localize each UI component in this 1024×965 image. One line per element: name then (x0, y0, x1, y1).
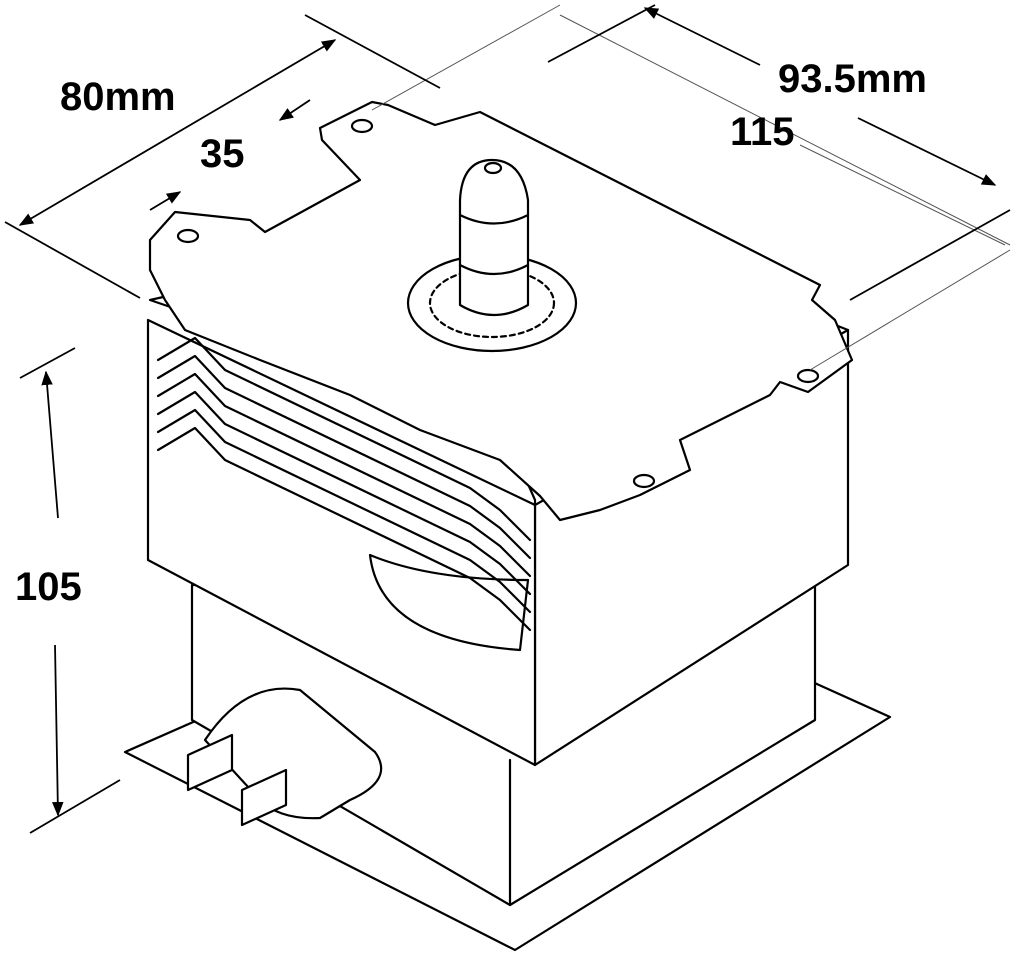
dim-label-93-5mm: 93.5mm (778, 57, 927, 101)
dim-label-105: 105 (15, 565, 82, 609)
dimension-lines (4, 4, 1011, 834)
body-side-face (146, 318, 537, 767)
dim-label-80mm: 80mm (60, 75, 176, 119)
dim-label-115: 115 (730, 110, 795, 154)
magnet-ring (368, 553, 530, 652)
antenna-output (406, 158, 578, 353)
dim-label-35: 35 (200, 132, 245, 176)
filament-connector (186, 687, 383, 827)
cooling-fins (156, 336, 532, 632)
